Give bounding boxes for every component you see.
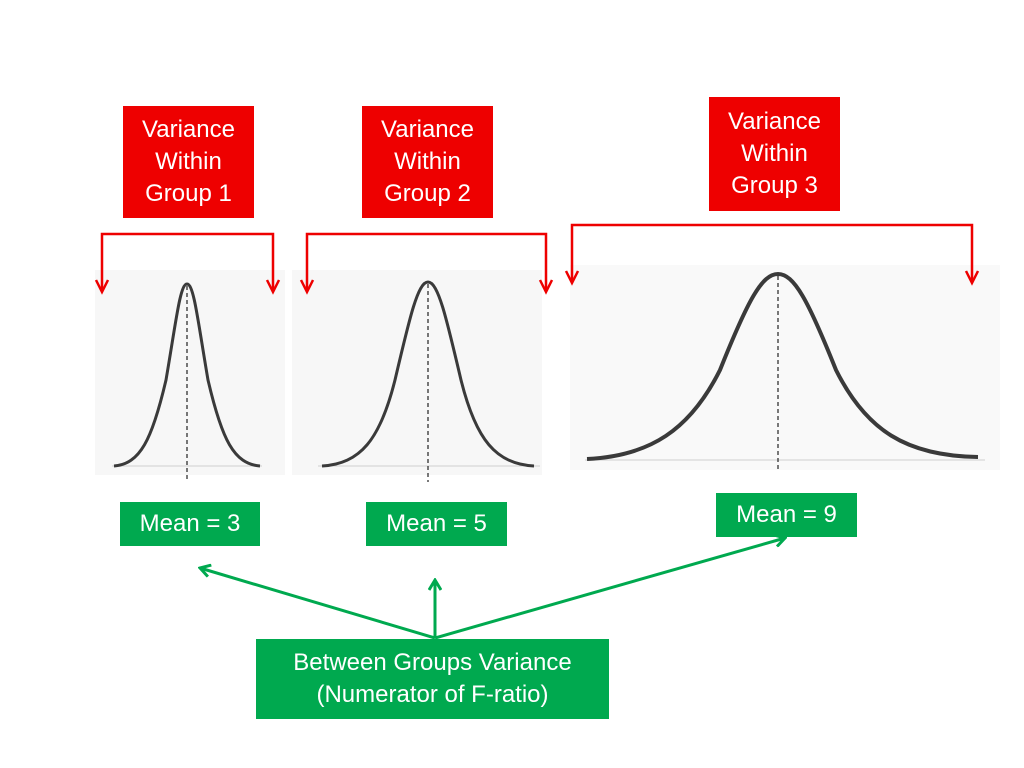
figure-background-1 (95, 270, 285, 475)
figure-background-2 (292, 270, 542, 475)
group-2-distribution (318, 280, 540, 482)
label-line: Group 3 (731, 172, 818, 199)
label-line: Group 1 (145, 180, 232, 207)
arrow-to-mean-3 (434, 538, 785, 640)
group-1-spread-bracket (94, 232, 281, 295)
mean-group-1-label: Mean = 3 (120, 502, 260, 546)
label-line: Variance (728, 108, 821, 135)
label-line: Within (741, 140, 808, 167)
between-line-1: Between Groups Variance (293, 649, 572, 676)
between-groups-arrows (200, 538, 785, 640)
variance-group-1-label: Variance Within Group 1 (123, 106, 254, 218)
group-3-spread-bracket (564, 223, 980, 286)
label-line: Within (394, 148, 461, 175)
normal-curve (586, 271, 979, 461)
variance-group-2-label: Variance Within Group 2 (362, 106, 493, 218)
figure-background-3 (570, 265, 1000, 470)
between-groups-variance-label: Between Groups Variance (Numerator of F-… (256, 639, 609, 719)
group-1-distribution (112, 282, 262, 482)
arrow-to-mean-1 (200, 568, 436, 640)
mean-text: Mean = 5 (386, 510, 487, 537)
mean-group-2-label: Mean = 5 (366, 502, 507, 546)
group-3-distribution (585, 271, 985, 472)
mean-text: Mean = 3 (139, 510, 241, 537)
normal-curve (321, 280, 535, 468)
label-line: Within (155, 148, 222, 175)
mean-text: Mean = 9 (736, 501, 837, 528)
label-line: Variance (142, 116, 235, 143)
normal-curve (113, 282, 261, 468)
label-line: Variance (381, 116, 474, 143)
label-line: Group 2 (384, 180, 471, 207)
between-line-2: (Numerator of F-ratio) (316, 681, 549, 708)
group-2-spread-bracket (299, 232, 554, 295)
variance-group-3-label: Variance Within Group 3 (709, 97, 840, 211)
mean-group-3-label: Mean = 9 (716, 493, 857, 537)
